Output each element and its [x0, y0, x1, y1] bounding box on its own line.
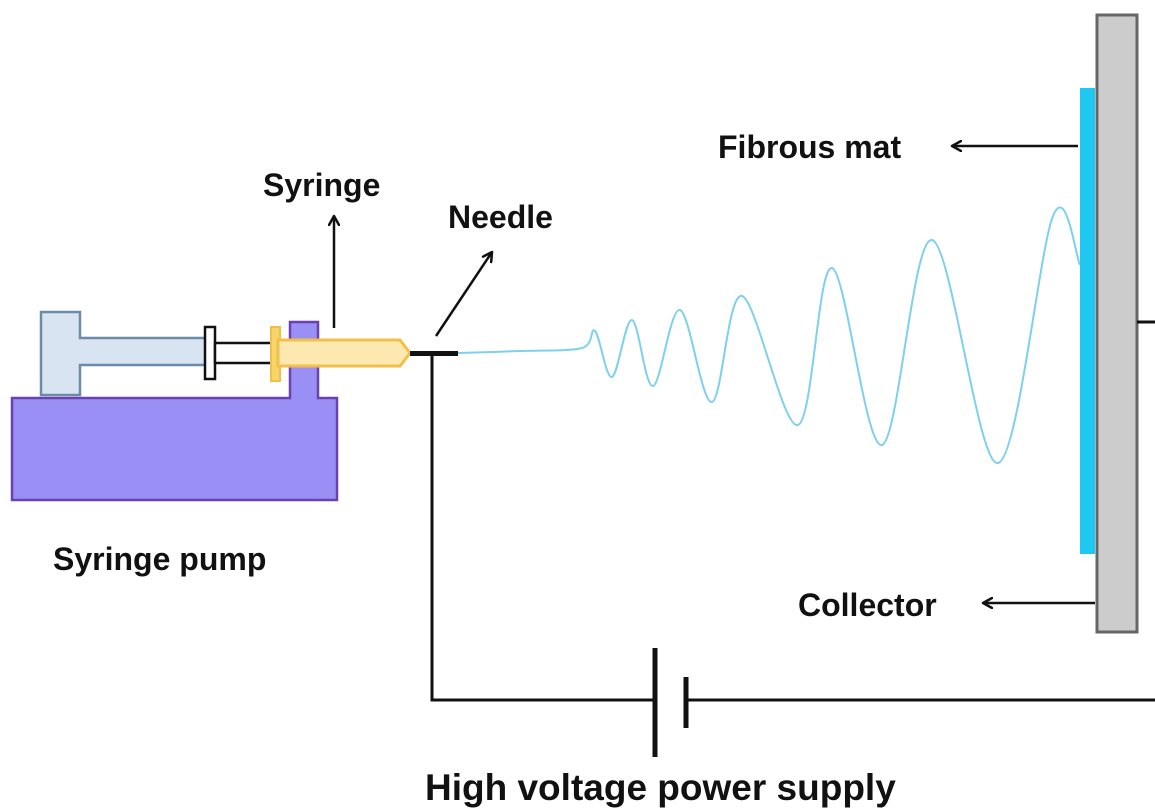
needle-arrow	[434, 252, 492, 337]
collector-plate	[1095, 13, 1139, 634]
needle	[410, 351, 458, 356]
syringe-barrel	[276, 338, 412, 368]
ground-wire	[430, 353, 655, 702]
syringe-pump-label: Syringe pump	[53, 541, 266, 577]
fibrous-mat-label: Fibrous mat	[718, 129, 901, 165]
polymer-jet	[457, 206, 1081, 464]
plunger-rod	[213, 341, 277, 365]
plunger	[39, 310, 210, 397]
collector-label: Collector	[798, 587, 937, 623]
fibrous-mat	[1080, 88, 1095, 554]
syringe-pump-body	[10, 320, 339, 502]
plunger-flange	[203, 325, 217, 381]
syringe-label: Syringe	[263, 167, 380, 203]
needle-label: Needle	[448, 199, 553, 235]
power-supply-label: High voltage power supply	[425, 767, 896, 808]
